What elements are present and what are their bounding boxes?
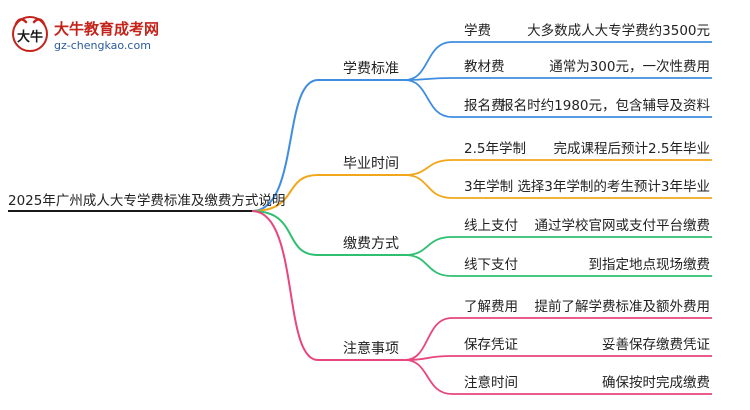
leaf-label: 学费 xyxy=(464,23,491,39)
leaf-detail: 完成课程后预计2.5年毕业 xyxy=(554,141,710,157)
leaf-connector xyxy=(404,79,453,118)
leaf-connector xyxy=(404,174,453,199)
branch-connector xyxy=(251,174,319,212)
leaf-detail: 通过学校官网或支付平台缴费 xyxy=(535,217,711,234)
leaf-detail: 提前了解学费标准及额外费用 xyxy=(535,298,711,315)
leaf-node: 2.5年学制 完成课程后预计2.5年毕业 xyxy=(452,141,712,161)
leaf-detail: 到指定地点现场缴费 xyxy=(589,257,711,273)
leaf-detail: 报名时约1980元，包含辅导及资料 xyxy=(500,98,710,114)
branch-node: 学费标准 xyxy=(318,61,405,81)
leaf-label: 2.5年学制 xyxy=(464,141,526,157)
branch-connector xyxy=(251,79,319,212)
leaf-detail: 选择3年学制的考生预计3年毕业 xyxy=(517,179,710,195)
leaf-node: 线下支付 到指定地点现场缴费 xyxy=(452,257,712,277)
leaf-detail: 通常为300元，一次性费用 xyxy=(549,59,710,75)
leaf-node: 学费 大多数成人大专学费约3500元 xyxy=(452,22,712,43)
logo-site-name: 大牛教育成考网 xyxy=(54,20,160,38)
leaf-connector xyxy=(404,254,453,277)
leaf-node: 3年学制选择3年学制的考生预计3年毕业 xyxy=(452,179,712,199)
leaf-detail: 妥善保存缴费凭证 xyxy=(602,337,710,353)
leaf-node: 注意时间 确保按时完成缴费 xyxy=(452,374,712,395)
mindmap-nodes: 2025年广州成人大专学费标准及缴费方式说明 学费标准 学费 大多数成人大专学费约35… xyxy=(8,22,712,395)
branch-label: 毕业时间 xyxy=(343,156,399,172)
bull-logo-icon: 大牛 xyxy=(12,16,48,52)
leaf-label: 线下支付 xyxy=(464,257,518,273)
branch-label: 注意事项 xyxy=(343,340,399,357)
branch-connector xyxy=(251,210,319,256)
leaf-connector xyxy=(404,236,453,256)
branch-label: 缴费方式 xyxy=(343,236,399,252)
leaf-node: 保存凭证 妥善保存缴费凭证 xyxy=(452,337,712,357)
leaf-label: 了解费用 xyxy=(464,299,518,315)
leaf-connector xyxy=(404,359,453,395)
leaf-label: 保存凭证 xyxy=(464,337,518,353)
branch-connector xyxy=(251,210,319,361)
leaf-label: 教材费 xyxy=(464,59,505,75)
logo-mark-text: 大牛 xyxy=(17,29,43,45)
leaf-connector xyxy=(404,159,453,176)
branch-label: 学费标准 xyxy=(343,61,399,77)
site-logo[interactable]: 大牛 大牛教育成考网 gz-chengkao.com xyxy=(10,14,210,58)
leaf-node: 线上支付 通过学校官网或支付平台缴费 xyxy=(452,217,712,238)
mindmap-edges xyxy=(251,41,453,395)
leaf-connector xyxy=(404,41,453,81)
leaf-label: 注意时间 xyxy=(464,374,518,391)
root-topic: 2025年广州成人大专学费标准及缴费方式说明 xyxy=(8,193,285,209)
leaf-label: 3年学制 xyxy=(464,179,513,195)
leaf-connector xyxy=(404,317,453,361)
branch-node: 注意事项 xyxy=(318,340,405,361)
mindmap-root: 2025年广州成人大专学费标准及缴费方式说明 xyxy=(8,193,285,212)
branch-node: 毕业时间 xyxy=(318,156,405,176)
leaf-node: 了解费用 提前了解学费标准及额外费用 xyxy=(452,298,712,319)
leaf-label: 线上支付 xyxy=(464,218,518,234)
leaf-node: 教材费 通常为300元，一次性费用 xyxy=(452,59,712,79)
leaf-detail: 确保按时完成缴费 xyxy=(602,375,710,391)
leaf-detail: 大多数成人大专学费约3500元 xyxy=(527,22,710,39)
branch-node: 缴费方式 xyxy=(318,236,405,256)
leaf-label: 报名费 xyxy=(464,98,505,114)
logo-site-url: gz-chengkao.com xyxy=(54,39,151,52)
